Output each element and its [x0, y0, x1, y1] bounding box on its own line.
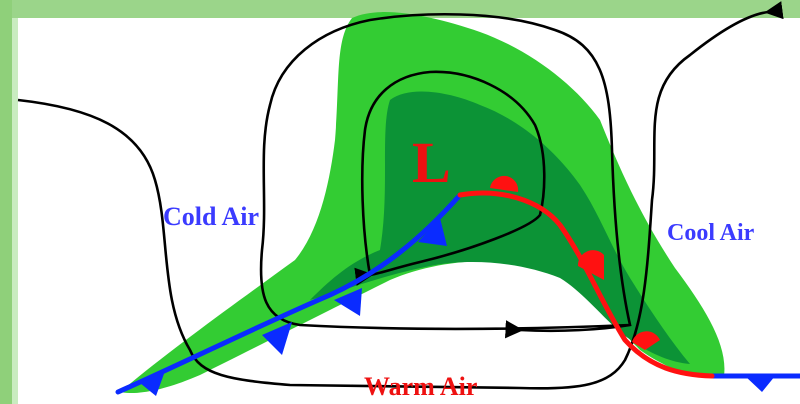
cold-air-label: Cold Air: [163, 202, 259, 231]
cold-front: [115, 192, 800, 396]
warm-air-label: Warm Air: [364, 372, 477, 401]
low-pressure-label: L: [412, 130, 451, 195]
cool-air-label: Cool Air: [667, 220, 755, 246]
streamline-outer: [17, 1, 784, 390]
precipitation-core-dark: [310, 91, 690, 364]
warm-front: [457, 175, 715, 379]
streamline-middle-loop: [259, 12, 632, 339]
streamline-inner-loop: [354, 70, 546, 286]
